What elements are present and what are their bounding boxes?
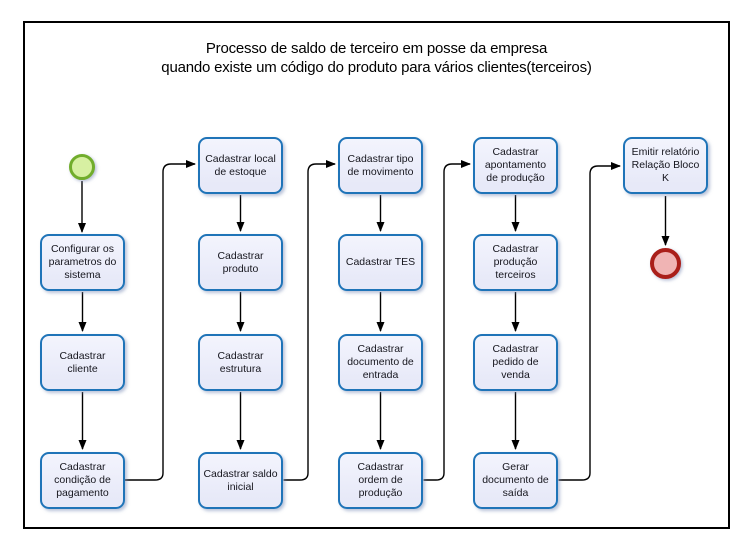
task-gerar-documento-saida: Gerar documento de saída xyxy=(473,452,558,509)
task-cadastrar-apontamento-producao: Cadastrar apontamento de produção xyxy=(473,137,558,194)
task-cadastrar-estrutura: Cadastrar estrutura xyxy=(198,334,283,391)
task-cadastrar-pedido-venda: Cadastrar pedido de venda xyxy=(473,334,558,391)
diagram-title-line2: quando existe um código do produto para … xyxy=(161,59,592,76)
task-emitir-relatorio-bloco-k: Emitir relatório Relação Bloco K xyxy=(623,137,708,194)
task-cadastrar-condicao-pagamento: Cadastrar condição de pagamento xyxy=(40,452,125,509)
task-cadastrar-documento-entrada: Cadastrar documento de entrada xyxy=(338,334,423,391)
task-cadastrar-local-estoque: Cadastrar local de estoque xyxy=(198,137,283,194)
task-cadastrar-cliente: Cadastrar cliente xyxy=(40,334,125,391)
task-configurar-parametros-sistema: Configurar os parametros do sistema xyxy=(40,234,125,291)
task-cadastrar-tipo-movimento: Cadastrar tipo de movimento xyxy=(338,137,423,194)
start-event-circle xyxy=(69,154,95,180)
task-cadastrar-produto: Cadastrar produto xyxy=(198,234,283,291)
task-cadastrar-saldo-inicial: Cadastrar saldo inicial xyxy=(198,452,283,509)
task-cadastrar-tes: Cadastrar TES xyxy=(338,234,423,291)
diagram-title: Processo de saldo de terceiro em posse d… xyxy=(23,39,730,77)
diagram-border xyxy=(23,21,730,529)
diagram-title-line1: Processo de saldo de terceiro em posse d… xyxy=(205,40,548,57)
end-event-circle xyxy=(650,248,681,279)
task-cadastrar-ordem-producao: Cadastrar ordem de produção xyxy=(338,452,423,509)
task-cadastrar-producao-terceiros: Cadastrar produção terceiros xyxy=(473,234,558,291)
